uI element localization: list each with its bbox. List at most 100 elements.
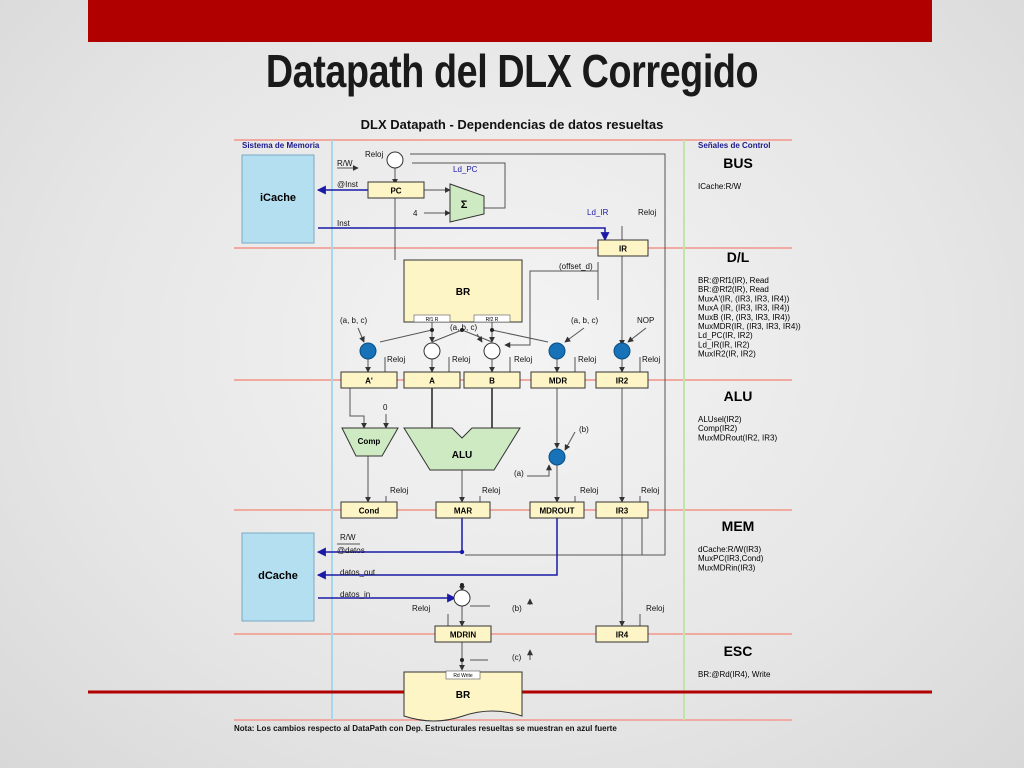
adder-symbol: Σ	[461, 199, 468, 211]
stage-3-signal: MuxPC(IR3,Cond)	[698, 554, 764, 563]
rf1-label: Rf1 R	[426, 317, 439, 323]
b-mux	[483, 342, 501, 360]
datapath-wires	[337, 153, 666, 671]
memory-system-header: Sistema de Memoria	[242, 141, 320, 150]
stage-name-2: ALU	[724, 388, 753, 404]
register-mar	[435, 501, 491, 519]
writeback-br-label: BR	[456, 690, 471, 701]
register-mdrout	[529, 501, 585, 519]
top-banner	[88, 0, 932, 42]
ir2-mux	[613, 342, 631, 360]
register-mar-label: MAR	[454, 507, 472, 516]
register-ir4	[595, 625, 649, 643]
reloj-ir4: Reloj	[646, 604, 664, 613]
stage-1-signal: MuxA'(IR, (IR3, IR3, IR4))	[698, 294, 790, 303]
stage-2-signal: MuxMDRout(IR2, IR3)	[698, 433, 777, 442]
nop-label: NOP	[637, 316, 654, 325]
datos-addr-label: @datos	[337, 546, 365, 555]
footnote: Nota: Los cambios respecto al DataPath c…	[234, 724, 617, 733]
comparator-label: Comp	[358, 437, 381, 446]
rd-write-label: Rd Write	[453, 673, 473, 679]
register-a-prime-label: A'	[365, 377, 373, 386]
reloj-a-prime: Reloj	[387, 355, 405, 364]
signal-labels: Reloj R/W @Inst Inst 4 Reloj (offset_d) …	[337, 150, 664, 662]
mdrout-mux	[548, 448, 566, 466]
comparator	[341, 427, 399, 457]
control-signals-header: Señales de Control	[698, 141, 770, 150]
dcache-label: dCache	[258, 570, 298, 582]
stage-1-signal: BR:@Rf1(IR), Read	[698, 276, 769, 285]
rf2-label: Rf2 R	[486, 317, 499, 323]
a-prime-mux	[359, 342, 377, 360]
reloj-pc: Reloj	[365, 150, 383, 159]
icache-label: iCache	[260, 192, 296, 204]
register-ir4-label: IR4	[616, 631, 629, 640]
stage-2-signal: ALUsel(IR2)	[698, 415, 742, 424]
c-tag-esc: (c)	[512, 653, 522, 662]
register-mdr	[530, 371, 586, 389]
register-b	[463, 371, 521, 389]
zero-label: 0	[383, 403, 388, 412]
ld-pc-label: Ld_PC	[453, 165, 478, 174]
register-mdrin	[434, 625, 492, 643]
slide-title: Datapath del DLX Corregido	[265, 45, 759, 97]
datos-out-label: datos_out	[340, 568, 376, 577]
register-ir3-label: IR3	[616, 507, 629, 516]
datos-in-label: datos_in	[340, 590, 370, 599]
register-cond	[340, 501, 398, 519]
reloj-cond: Reloj	[390, 486, 408, 495]
stage-1-signal: Ld_PC(IR, IR2)	[698, 331, 753, 340]
mdrin-mux	[453, 589, 471, 607]
stage-4-signal: BR:@Rd(IR4), Write	[698, 670, 771, 679]
stage-2-signal: Comp(IR2)	[698, 424, 737, 433]
corrected-wires	[316, 185, 610, 603]
b-tag-alu: (b)	[579, 425, 589, 434]
reloj-a: Reloj	[452, 355, 470, 364]
stage-3-signal: MuxMDRin(IR3)	[698, 563, 756, 572]
reloj-mar: Reloj	[482, 486, 500, 495]
stage-1-signal: MuxA (IR, (IR3, IR3, IR4))	[698, 304, 790, 313]
inst-label: Inst	[337, 219, 351, 228]
register-pc	[367, 181, 425, 199]
stage-name-0: BUS	[723, 155, 753, 171]
register-file-label: BR	[456, 287, 471, 298]
register-ir3	[595, 501, 649, 519]
register-mdrin-label: MDRIN	[450, 631, 476, 640]
stage-1-signal: MuxB (IR, (IR3, IR3, IR4))	[698, 313, 790, 322]
reloj-ir3: Reloj	[641, 486, 659, 495]
abc-mdr: (a, b, c)	[571, 316, 598, 325]
stage-name-3: MEM	[722, 518, 755, 534]
stage-name-4: ESC	[724, 643, 753, 659]
register-b-label: B	[489, 377, 495, 386]
reloj-ir2: Reloj	[642, 355, 660, 364]
reloj-ir: Reloj	[638, 208, 656, 217]
register-ir2	[595, 371, 649, 389]
stage-1-signal: Ld_IR(IR, IR2)	[698, 340, 750, 349]
alu	[403, 427, 521, 471]
register-mdr-label: MDR	[549, 377, 567, 386]
pc-mux	[386, 151, 404, 169]
stage-1-signal: BR:@Rf2(IR), Read	[698, 285, 769, 294]
stage-1-signal: MuxIR2(IR, IR2)	[698, 350, 756, 359]
abc-ab: (a, b, c)	[450, 323, 477, 332]
ld-ir-label: Ld_IR	[587, 208, 609, 217]
register-ir-label: IR	[619, 245, 627, 254]
writeback-register-file	[403, 671, 523, 722]
b-tag-mem: (b)	[512, 604, 522, 613]
abc-a-prime: (a, b, c)	[340, 316, 367, 325]
a-tag-alu: (a)	[514, 469, 524, 478]
inst-addr-label: @Inst	[337, 180, 359, 189]
adder-four: 4	[413, 209, 418, 218]
rf2-port	[473, 314, 511, 323]
register-a-prime	[340, 371, 398, 389]
diagram-title: DLX Datapath - Dependencias de datos res…	[361, 117, 664, 132]
rw-icache: R/W	[337, 159, 353, 168]
a-mux	[423, 342, 441, 360]
reloj-mdrout: Reloj	[580, 486, 598, 495]
register-a-label: A	[429, 377, 435, 386]
rf1-port	[413, 314, 451, 323]
register-file	[403, 259, 523, 323]
